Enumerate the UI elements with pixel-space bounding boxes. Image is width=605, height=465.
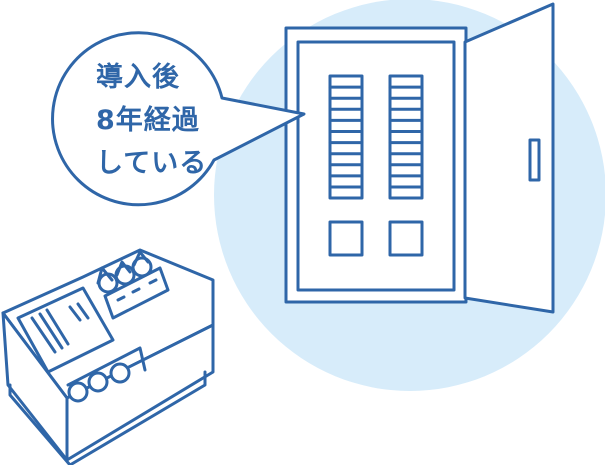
main-breaker-right xyxy=(388,220,424,257)
breaker-columns xyxy=(328,74,424,200)
breaker-column xyxy=(388,74,424,200)
speech-bubble xyxy=(51,31,306,207)
distribution-board xyxy=(284,2,555,314)
board-door xyxy=(463,2,555,314)
speech-bubble-text: 導入後 8年経過 している xyxy=(96,56,207,185)
breaker-column xyxy=(328,74,364,200)
door-handle xyxy=(528,138,541,182)
bubble-line-2: 8年経過 xyxy=(96,105,200,136)
bubble-line-1: 導入後 xyxy=(96,62,180,93)
power-meter xyxy=(1,248,215,465)
main-breaker-left xyxy=(328,220,364,257)
bubble-line-3: している xyxy=(96,148,208,179)
